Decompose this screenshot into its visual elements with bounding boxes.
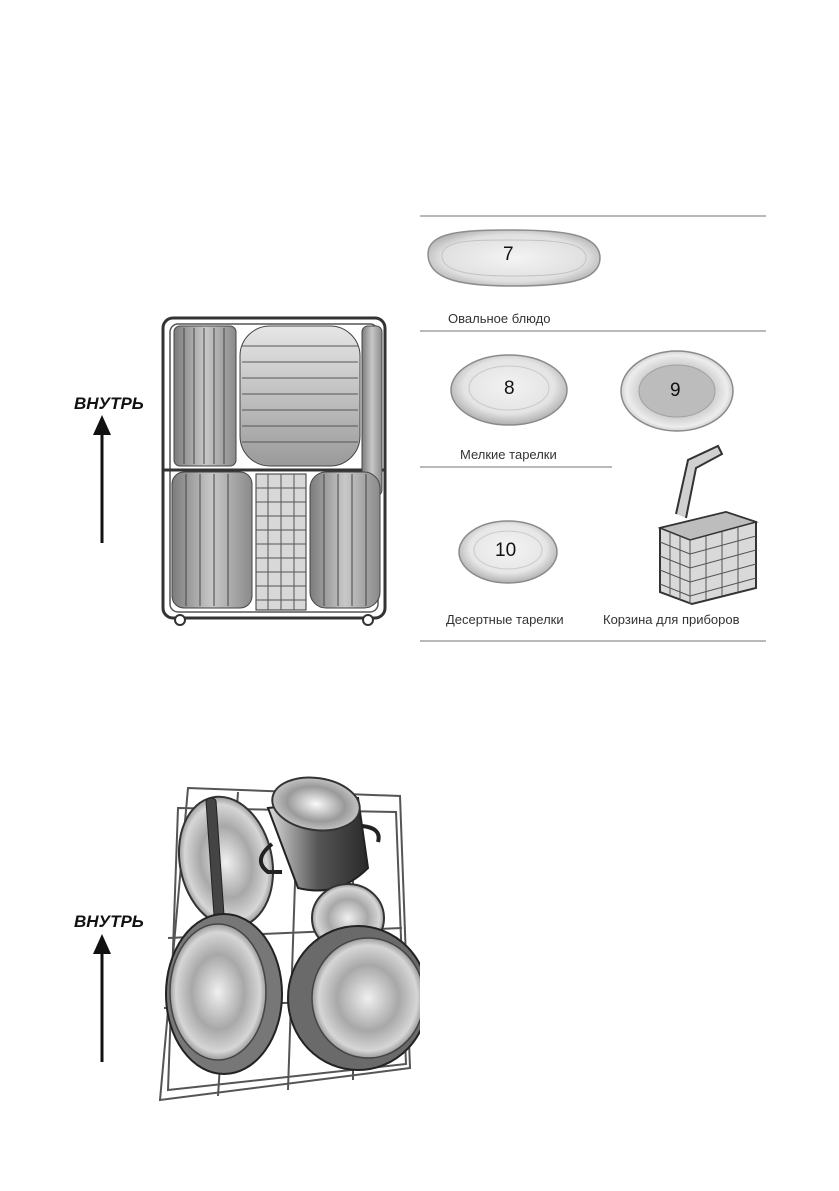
- soup-plate-icon: [620, 350, 734, 432]
- item-number-10: 10: [495, 540, 517, 561]
- caption-dessert-plates: Десертные тарелки: [446, 612, 564, 627]
- arrow-up-icon: [93, 934, 111, 1062]
- legend-divider-2: [420, 466, 612, 468]
- legend-divider-bottom: [420, 640, 766, 642]
- upper-basket-illustration: [161, 316, 387, 626]
- dessert-plate-icon: [458, 520, 558, 584]
- dinner-plate-icon: [450, 354, 568, 426]
- oval-platter-icon: [427, 229, 601, 287]
- item-number-7: 7: [503, 244, 514, 265]
- lower-basket-illustration: [158, 776, 420, 1102]
- direction-label-upper: ВНУТРЬ: [74, 394, 144, 413]
- item-number-9: 9: [670, 380, 681, 401]
- legend-divider-1: [420, 330, 766, 332]
- caption-dinner-plates: Мелкие тарелки: [460, 447, 557, 462]
- item-number-8: 8: [504, 378, 515, 399]
- direction-label-lower: ВНУТРЬ: [74, 912, 144, 931]
- caption-cutlery-basket: Корзина для приборов: [603, 612, 740, 627]
- legend-divider-top: [420, 215, 766, 217]
- caption-oval-platter: Овальное блюдо: [448, 311, 551, 326]
- cutlery-basket-icon: [657, 444, 759, 606]
- arrow-up-icon: [93, 415, 111, 543]
